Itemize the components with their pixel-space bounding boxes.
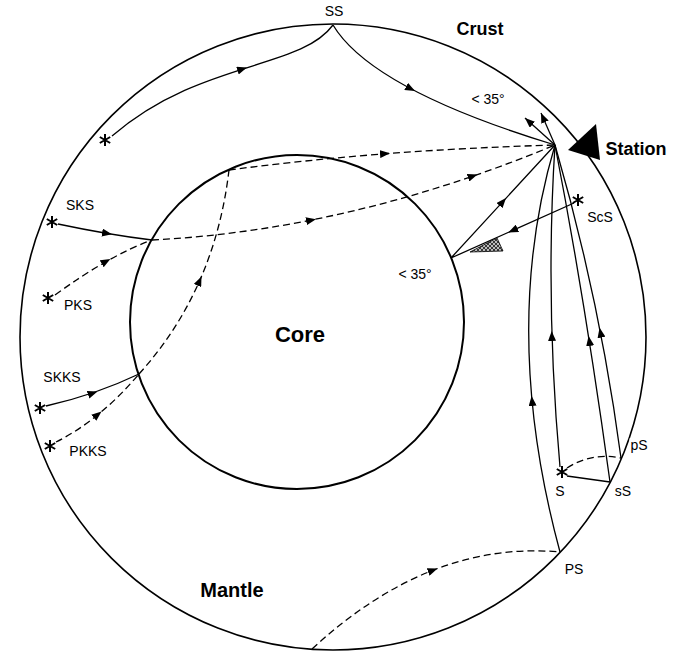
angle-label: < 35° xyxy=(397,267,432,282)
arrowhead xyxy=(551,331,552,340)
arrowhead xyxy=(198,276,202,285)
arrowhead xyxy=(103,233,112,235)
phase-label: SS xyxy=(324,4,345,19)
source-star xyxy=(100,134,110,146)
arrowhead xyxy=(238,68,247,71)
dashed-rays xyxy=(55,145,621,649)
phase-label: sS xyxy=(614,484,632,499)
phase-label: SKS xyxy=(65,198,95,213)
node-outline xyxy=(20,24,646,650)
arrowhead xyxy=(531,396,533,405)
s-ray xyxy=(551,145,560,467)
source-stars xyxy=(35,134,583,478)
phase-label: ScS xyxy=(586,210,614,225)
arrowhead xyxy=(307,219,316,221)
ps-depth-ray xyxy=(567,456,621,468)
earth-circle: Mantle Core xyxy=(20,24,646,650)
layer-label: Crust xyxy=(455,20,504,40)
ss-depth-ray xyxy=(567,476,610,482)
phase-label: S xyxy=(554,484,565,499)
source-star xyxy=(43,292,53,304)
arrowhead xyxy=(103,259,111,263)
phase-label: PKS xyxy=(63,298,93,313)
ss-ray xyxy=(333,25,555,145)
core-ray xyxy=(139,170,229,374)
phase-label: PS xyxy=(564,562,585,577)
solid-rays xyxy=(46,25,621,552)
incidence-arrow xyxy=(525,118,555,145)
phase-label: pS xyxy=(629,438,648,453)
source-star xyxy=(557,466,567,478)
station-triangle xyxy=(568,124,600,160)
core-circle: Core xyxy=(130,155,464,489)
phase-label: PKKS xyxy=(68,444,107,459)
scs-ray xyxy=(451,145,574,258)
arrowhead xyxy=(89,392,98,395)
ss-ray xyxy=(112,25,333,136)
circle-outline xyxy=(130,155,464,489)
arrowhead xyxy=(406,86,415,91)
arrowhead xyxy=(600,328,602,337)
arrowhead xyxy=(94,411,102,417)
source-star xyxy=(573,194,583,206)
circle-outline xyxy=(20,24,646,650)
arrowhead xyxy=(500,198,506,205)
ss-depth-ray xyxy=(555,145,610,482)
source-star xyxy=(45,440,55,452)
source-star xyxy=(35,402,45,414)
hatched-cone xyxy=(470,238,503,252)
arrowhead xyxy=(381,153,390,155)
source-star xyxy=(47,216,57,228)
pks-ray xyxy=(55,240,152,295)
arrowhead xyxy=(469,175,478,178)
arrowhead xyxy=(429,568,438,571)
region-label: Core xyxy=(275,323,325,347)
core-ray xyxy=(229,145,555,170)
angle-label: < 35° xyxy=(470,92,505,107)
arrowhead xyxy=(508,229,516,233)
region-label: Mantle xyxy=(200,579,263,601)
incidence-arrow xyxy=(541,113,555,145)
ray-arrowheads xyxy=(89,68,601,572)
core-ray xyxy=(152,145,555,240)
station-label: Station xyxy=(605,140,668,160)
phase-label: SKKS xyxy=(42,370,81,385)
sks-ray xyxy=(58,224,152,240)
arrowhead xyxy=(589,336,590,345)
ps-p-leg xyxy=(312,551,560,649)
